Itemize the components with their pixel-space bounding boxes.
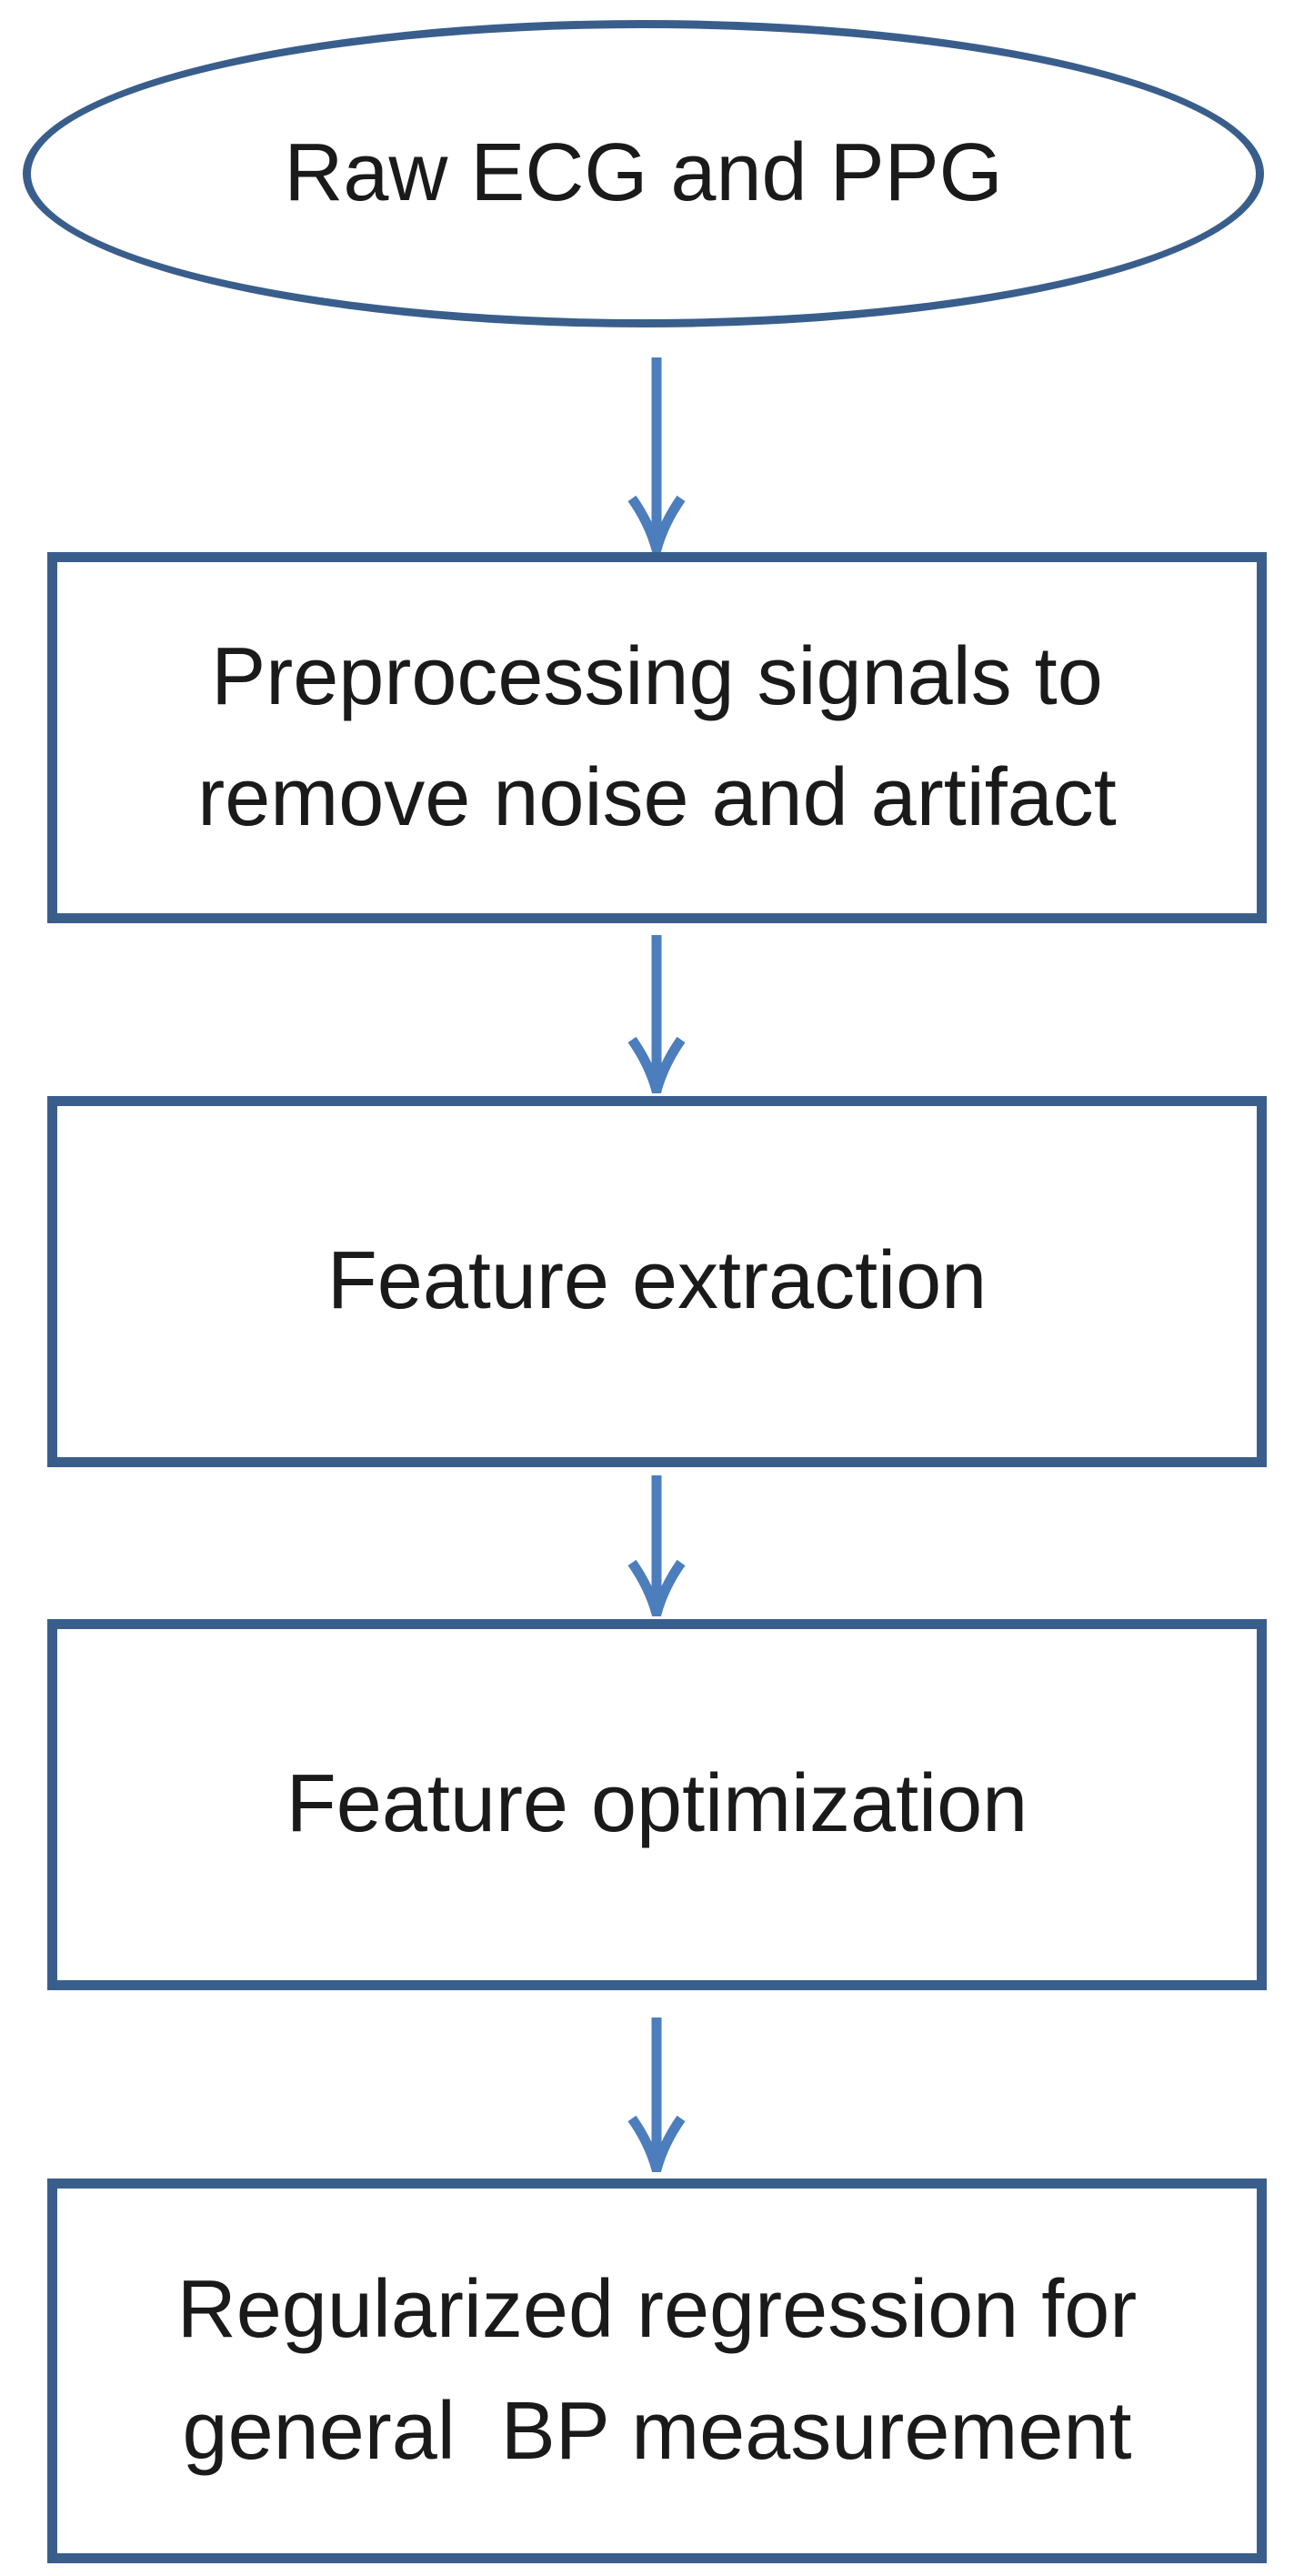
flow-arrow-1: [627, 357, 686, 552]
node-feature-extraction: Feature extraction: [47, 1096, 1267, 1467]
flow-arrow-3: [627, 1475, 686, 1616]
node-raw-ecg-ppg: Raw ECG and PPG: [23, 20, 1264, 327]
node-raw-ecg-ppg-label: Raw ECG and PPG: [284, 127, 1003, 219]
node-feature-extraction-label: Feature extraction: [326, 1235, 988, 1327]
down-arrow-icon: [627, 1475, 686, 1616]
node-preprocessing-label: Preprocessing signals to remove noise an…: [197, 630, 1117, 843]
flow-arrow-2: [627, 935, 686, 1093]
node-regularized-regression-label: Regularized regression for general BP me…: [176, 2264, 1138, 2477]
node-preprocessing: Preprocessing signals to remove noise an…: [47, 552, 1267, 923]
down-arrow-icon: [627, 935, 686, 1093]
flow-arrow-4: [627, 2018, 686, 2172]
node-feature-optimization-label: Feature optimization: [286, 1758, 1028, 1850]
down-arrow-icon: [627, 357, 686, 552]
node-regularized-regression: Regularized regression for general BP me…: [47, 2179, 1267, 2563]
node-feature-optimization: Feature optimization: [47, 1619, 1267, 1990]
down-arrow-icon: [627, 2018, 686, 2172]
